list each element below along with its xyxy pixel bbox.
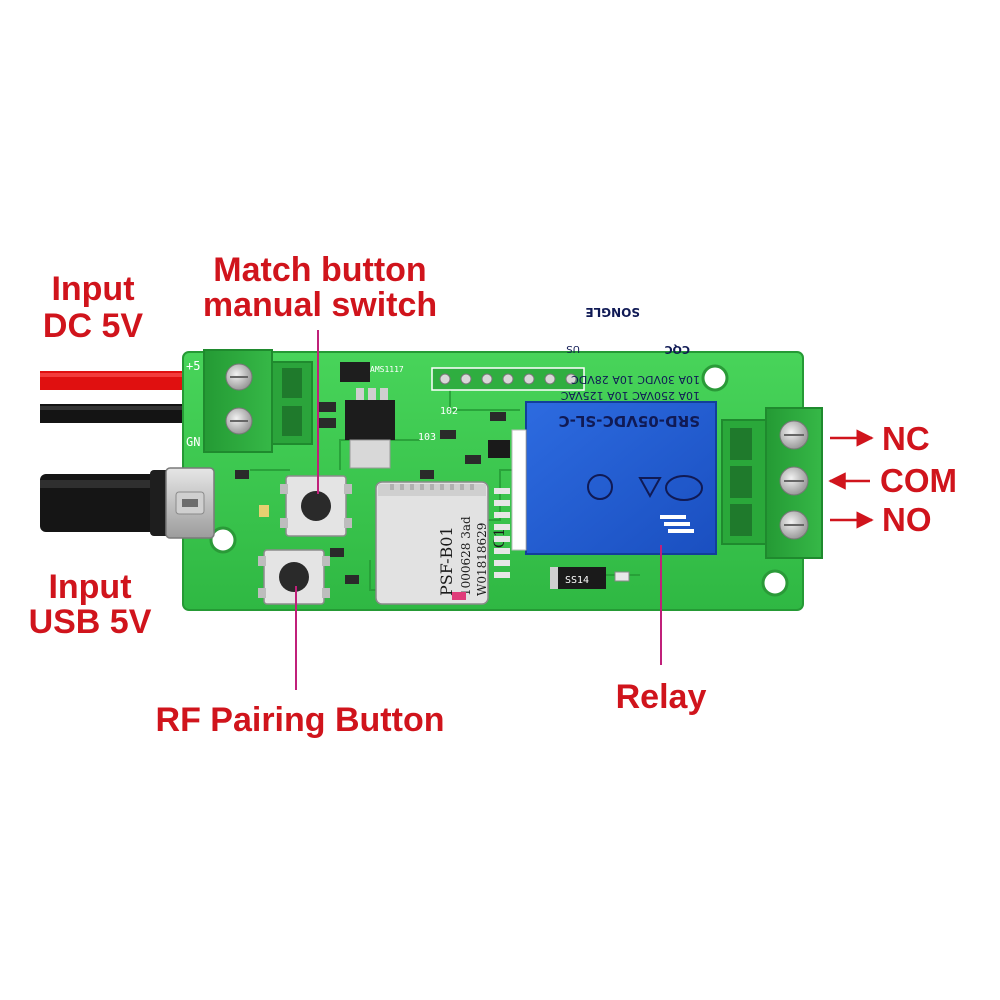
label-relay: Relay bbox=[616, 678, 707, 716]
leader-lines bbox=[295, 330, 662, 690]
silk-102: 102 bbox=[440, 406, 458, 417]
mounting-hole bbox=[701, 364, 729, 392]
header-pins bbox=[431, 367, 585, 391]
smd-components: 102 103 bbox=[235, 402, 630, 584]
relay: SRD-05VDC-SL-C 10A 250VAC 10A 125VAC 10A… bbox=[511, 305, 717, 555]
wireless-module: PSF-B01 1000628 3ad W01818629 G1 bbox=[375, 481, 508, 605]
dc-terminal-block: +5 GN bbox=[186, 349, 313, 453]
label-com: COM bbox=[880, 462, 957, 499]
label-input-dc-1: Input bbox=[51, 270, 134, 308]
warning-triangle-icon bbox=[638, 477, 662, 499]
relay-rating-2: 10A 30VDC 10A 28VDC bbox=[571, 373, 700, 386]
relay-terminal-block bbox=[721, 407, 823, 559]
silk-103: 103 bbox=[418, 432, 436, 443]
terminal-arrows bbox=[828, 429, 874, 529]
power-wires bbox=[40, 371, 205, 423]
module-line3: W01818629 bbox=[475, 523, 489, 596]
diode: SS14 bbox=[550, 567, 606, 589]
songle-logo-icon bbox=[660, 515, 694, 533]
label-match-button-2: manual switch bbox=[203, 286, 437, 324]
voltage-regulator: AMS1117 bbox=[340, 362, 404, 469]
label-rf-pairing: RF Pairing Button bbox=[156, 701, 445, 739]
ic-pads bbox=[494, 488, 510, 578]
mounting-hole bbox=[761, 569, 789, 597]
rf-pairing-button bbox=[258, 549, 330, 605]
relay-model: SRD-05VDC-SL-C bbox=[559, 412, 700, 430]
match-button bbox=[280, 475, 352, 537]
silk-plus5: +5 bbox=[186, 359, 200, 373]
relay-ul: US bbox=[566, 343, 580, 354]
ul-logo-icon bbox=[587, 474, 613, 500]
label-no: NO bbox=[882, 501, 932, 538]
module-line1: PSF-B01 bbox=[437, 526, 456, 596]
cert-logo-icon bbox=[665, 475, 703, 501]
relay-rating-1: 10A 250VAC 10A 125VAC bbox=[560, 389, 700, 402]
module-line2: 1000628 3ad bbox=[459, 516, 473, 596]
relay-cert: CQC bbox=[665, 343, 691, 356]
label-nc: NC bbox=[882, 420, 930, 457]
silk-gnd: GN bbox=[186, 435, 200, 449]
label-match-button-1: Match button bbox=[213, 251, 426, 289]
usb-cable bbox=[40, 470, 172, 536]
callout-labels: Input DC 5V Match button manual switch I… bbox=[29, 251, 957, 739]
label-input-usb-2: USB 5V bbox=[29, 603, 152, 641]
relay-brand: SONGLE bbox=[585, 305, 640, 319]
mounting-hole bbox=[209, 526, 237, 554]
regulator-text: AMS1117 bbox=[370, 365, 404, 374]
label-input-usb-1: Input bbox=[48, 568, 131, 606]
micro-usb-port bbox=[165, 467, 215, 539]
label-input-dc-2: DC 5V bbox=[43, 307, 143, 345]
diode-text: SS14 bbox=[565, 575, 589, 586]
